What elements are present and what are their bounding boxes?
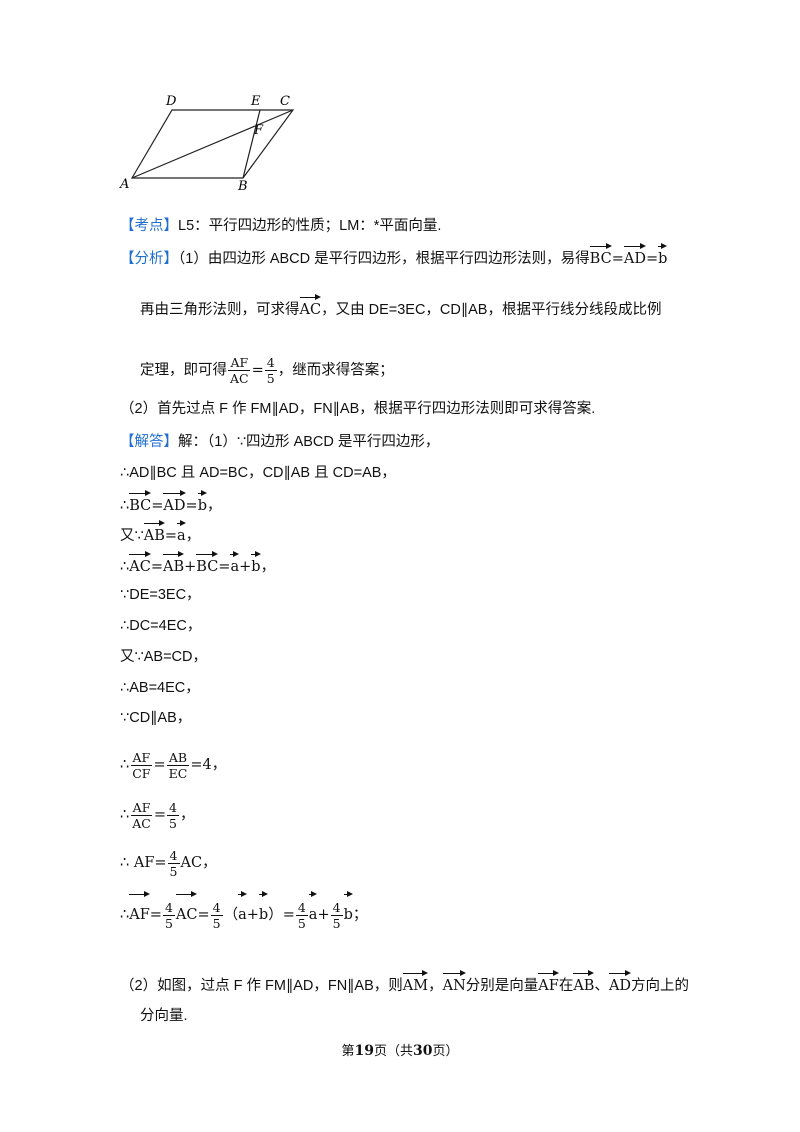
vector-BC: BC bbox=[129, 490, 152, 518]
vector-a: a bbox=[177, 520, 186, 548]
jieda-line-8: 又∵AB=CD， bbox=[120, 649, 207, 665]
fenxi-line-2: 再由三角形法则，可求得AC，又由 DE=3EC，CD∥AB，根据平行线分线段成比… bbox=[140, 294, 662, 322]
kaodian-text: L5：平行四边形的性质；LM：*平面向量. bbox=[178, 218, 442, 234]
segment-BE bbox=[242, 109, 261, 179]
fenxi-text-3a: 定理，即可得 bbox=[140, 362, 227, 379]
vector-AB: AB bbox=[162, 551, 185, 579]
page-number: 19 bbox=[354, 1043, 374, 1059]
jieda-tag: 【解答】 bbox=[120, 434, 178, 450]
vector-BC: BC bbox=[589, 243, 612, 271]
label-B: B bbox=[237, 179, 248, 194]
kaodian-tag: 【考点】 bbox=[120, 218, 178, 234]
fenxi-text-1: （1）由四边形 ABCD 是平行四边形，根据平行四边形法则，易得 bbox=[178, 251, 590, 267]
vector-b: b bbox=[197, 490, 208, 518]
vector-AC: AC bbox=[175, 891, 197, 935]
equals-sign: = bbox=[645, 251, 659, 267]
vector-AD: AD bbox=[163, 490, 186, 518]
page-footer: 第19页（共30页） bbox=[341, 1043, 459, 1059]
vector-AD: AD bbox=[608, 970, 632, 998]
label-F: F bbox=[253, 123, 264, 138]
jieda-line-9: ∴AB=4EC， bbox=[120, 680, 200, 696]
part2-line-2: 分向量. bbox=[140, 1008, 188, 1024]
vector-AM: AM bbox=[402, 970, 429, 998]
part2-line-1: （2）如图，过点 F 作 FM∥AD，FN∥AB，则AM，AN分别是向量AF在A… bbox=[120, 970, 689, 998]
diagonal-AC bbox=[131, 109, 294, 179]
vector-AF: AF bbox=[129, 891, 150, 935]
vector-b: b bbox=[258, 891, 269, 935]
page-total: 30 bbox=[413, 1043, 433, 1059]
fenxi-text-2b: ，又由 DE=3EC，CD∥AB，根据平行线分线段成比例 bbox=[321, 302, 662, 318]
vector-a: a bbox=[308, 891, 317, 935]
jieda-line-5: ∴AC=AB+BC=a+b， bbox=[120, 551, 275, 579]
jieda-line-4: 又∵AB=a， bbox=[120, 520, 200, 548]
label-E: E bbox=[250, 94, 261, 109]
vector-AF: AF bbox=[538, 970, 559, 998]
fenxi-text-3b: ，继而求得答案； bbox=[277, 362, 394, 379]
jieda-line-1: 【解答】解：（1）∵四边形 ABCD 是平行四边形， bbox=[120, 430, 439, 454]
label-D: D bbox=[165, 94, 177, 109]
vector-AN: AN bbox=[442, 970, 466, 998]
equals-sign: = bbox=[611, 251, 624, 267]
jieda-line-6: ∵DE=3EC， bbox=[120, 587, 201, 603]
vector-a: a bbox=[238, 891, 247, 935]
vector-AB: AB bbox=[143, 520, 166, 548]
vector-b: b bbox=[343, 891, 354, 935]
vector-AD: AD bbox=[623, 243, 647, 271]
vector-b: b bbox=[658, 243, 668, 271]
fenxi-tag: 【分析】 bbox=[120, 251, 178, 267]
jieda-line-2: ∴AD∥BC 且 AD=BC，CD∥AB 且 CD=AB， bbox=[120, 465, 396, 481]
jieda-line-3: ∴BC=AD=b， bbox=[120, 490, 221, 518]
vector-AB: AB bbox=[573, 970, 595, 998]
fenxi-text-2a: 再由三角形法则，可求得 bbox=[140, 302, 300, 318]
vector-AC: AC bbox=[299, 294, 321, 322]
vector-b: b bbox=[251, 551, 261, 579]
jieda-line-10: ∵CD∥AB， bbox=[120, 710, 192, 726]
label-C: C bbox=[280, 94, 290, 109]
parallelogram-figure: D E C F A B bbox=[119, 94, 295, 194]
vector-AC: AC bbox=[129, 551, 151, 579]
kaodian-line: 【考点】L5：平行四边形的性质；LM：*平面向量. bbox=[120, 214, 441, 238]
vector-BC: BC bbox=[196, 551, 219, 579]
fenxi-line-4: （2）首先过点 F 作 FM∥AD，FN∥AB，根据平行四边形法则即可求得答案. bbox=[120, 401, 596, 417]
label-A: A bbox=[119, 177, 129, 192]
fenxi-line-1: 【分析】（1）由四边形 ABCD 是平行四边形，根据平行四边形法则，易得BC=A… bbox=[120, 243, 668, 271]
jieda-text-1: 解：（1）∵四边形 ABCD 是平行四边形， bbox=[178, 434, 440, 450]
vector-a: a bbox=[230, 551, 239, 579]
jieda-line-7: ∴DC=4EC， bbox=[120, 618, 202, 634]
